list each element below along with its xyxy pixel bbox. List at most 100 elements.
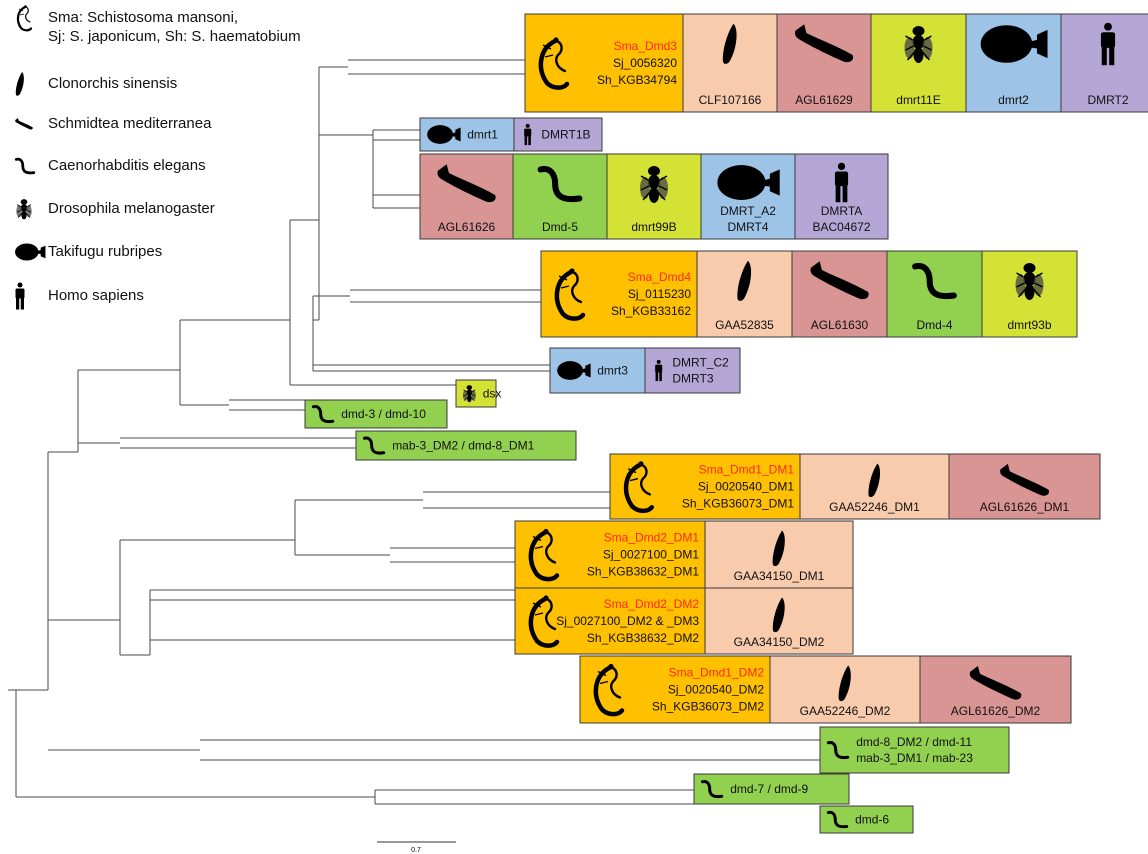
cell-background bbox=[693, 773, 850, 805]
gene-cell: CLF107166 bbox=[682, 13, 778, 113]
fly-icon bbox=[15, 198, 33, 220]
schmidtea-icon bbox=[15, 118, 33, 130]
schistosoma-icon bbox=[16, 3, 33, 32]
scale-bar-label: 0.7 bbox=[411, 847, 421, 854]
legend-entry: Takifugu rubripes bbox=[15, 243, 162, 261]
gene-cell: dmd-3 / dmd-10 bbox=[304, 399, 448, 429]
gene-label: DMRT2 bbox=[1087, 93, 1128, 107]
gene-label: AGL61629 bbox=[795, 93, 853, 107]
gene-label: Dmd-5 bbox=[542, 220, 578, 234]
clade-box-dmrt1: dmrt1 DMRT1B bbox=[419, 117, 603, 152]
legend-label: Takifugu rubripes bbox=[48, 243, 162, 260]
gene-cell: AGL61626 bbox=[419, 153, 514, 240]
legend-entry: Sma: Schistosoma mansoni,Sj: S. japonicu… bbox=[16, 3, 301, 45]
gene-cell: GAA34150_DM1 bbox=[704, 520, 854, 589]
gene-label: Sj_0056320 bbox=[613, 56, 677, 70]
cell-background bbox=[419, 153, 514, 240]
legend-label: Clonorchis sinensis bbox=[48, 75, 177, 92]
gene-label: Sj_0027100_DM2 & _DM3 bbox=[556, 614, 699, 628]
highlighted-gene-label: Sma_Dmd2_DM1 bbox=[604, 531, 700, 545]
legend-entry: Schmidtea mediterranea bbox=[15, 115, 212, 132]
gene-label: dmrt99B bbox=[631, 220, 676, 234]
gene-cell: DMRT2 bbox=[1060, 13, 1148, 113]
clade-box-mab3: mab-3_DM2 / dmd-8_DM1 bbox=[355, 430, 577, 461]
gene-label: dmrt2 bbox=[998, 93, 1029, 107]
highlighted-gene-label: Sma_Dmd2_DM2 bbox=[604, 597, 700, 611]
gene-label: Sh_KGB36073_DM2 bbox=[652, 700, 764, 714]
legend-label: Caenorhabditis elegans bbox=[48, 157, 206, 174]
gene-label: dmrt3 bbox=[597, 364, 628, 378]
scale-bar: 0.7 bbox=[377, 841, 456, 854]
gene-label: dmd-7 / dmd-9 bbox=[730, 782, 808, 796]
gene-cell: dmrt3 bbox=[549, 347, 646, 394]
highlighted-gene-label: Sma_Dmd4 bbox=[628, 270, 692, 284]
highlighted-gene-label: Sma_Dmd3 bbox=[614, 39, 678, 53]
gene-label: DMRT1B bbox=[541, 128, 590, 142]
legend-label: Sj: S. japonicum, Sh: S. haematobium bbox=[48, 28, 301, 45]
cell-background bbox=[455, 379, 497, 408]
gene-label: DMRTA bbox=[821, 204, 863, 218]
gene-cell: AGL61626_DM2 bbox=[919, 655, 1072, 724]
gene-cell: dmd-7 / dmd-9 bbox=[693, 773, 850, 805]
legend-label: Schmidtea mediterranea bbox=[48, 115, 212, 132]
gene-cell: dmrt2 bbox=[965, 13, 1062, 113]
clade-box-dmd1-dm2: Sma_Dmd1_DM2Sj_0020540_DM2Sh_KGB36073_DM… bbox=[579, 655, 1072, 724]
gene-label: Sj_0020540_DM1 bbox=[698, 480, 794, 494]
gene-label: BAC04672 bbox=[812, 220, 870, 234]
gene-cell: DMRTA BAC04672 bbox=[794, 153, 889, 240]
gene-cell: dmrt11E bbox=[870, 13, 967, 113]
gene-cell: dsx bbox=[455, 379, 501, 408]
clade-box-dmd2-dm1: Sma_Dmd2_DM1Sj_0027100_DM1Sh_KGB38632_DM… bbox=[514, 520, 854, 589]
gene-label: DMRT4 bbox=[727, 220, 768, 234]
cell-background bbox=[791, 250, 888, 338]
gene-label: GAA52835 bbox=[715, 318, 774, 332]
highlighted-gene-label: Sma_Dmd1_DM1 bbox=[699, 463, 795, 477]
human-icon bbox=[15, 282, 25, 310]
gene-cell: dmrt93b bbox=[981, 250, 1078, 338]
gene-label: dmd-8_DM2 / dmd-11 bbox=[856, 735, 972, 749]
legend-entry: Drosophila melanogaster bbox=[15, 198, 215, 220]
gene-label: Sh_KGB36073_DM1 bbox=[682, 497, 794, 511]
legend-label: Homo sapiens bbox=[48, 287, 144, 304]
gene-label: Sj_0020540_DM2 bbox=[668, 683, 764, 697]
gene-label: Dmd-4 bbox=[916, 318, 952, 332]
gene-label: dmrt1 bbox=[467, 128, 498, 142]
clade-box-dmd3-10: dmd-3 / dmd-10 bbox=[304, 399, 448, 429]
legend-entry: Clonorchis sinensis bbox=[15, 72, 177, 96]
gene-cell: Sma_Dmd1_DM1Sj_0020540_DM1Sh_KGB36073_DM… bbox=[609, 453, 801, 520]
cell-background bbox=[819, 726, 1010, 774]
gene-cell: AGL61630 bbox=[791, 250, 888, 338]
pufferfish-icon bbox=[15, 243, 46, 261]
worm-icon bbox=[14, 157, 36, 175]
gene-label: Sh_KGB38632_DM2 bbox=[587, 631, 699, 645]
species-legend: Sma: Schistosoma mansoni,Sj: S. japonicu… bbox=[14, 3, 301, 310]
gene-cell: dmrt99B bbox=[606, 153, 702, 240]
gene-cell: mab-3_DM2 / dmd-8_DM1 bbox=[355, 430, 577, 461]
legend-entry: Caenorhabditis elegans bbox=[14, 157, 206, 175]
gene-label: mab-3_DM2 / dmd-8_DM1 bbox=[392, 439, 534, 453]
gene-label: Sj_0115230 bbox=[628, 287, 691, 301]
clade-box-dmd6: dmd-6 bbox=[819, 805, 914, 834]
gene-label: Sh_KGB38632_DM1 bbox=[587, 565, 699, 579]
gene-cell: GAA52246_DM1 bbox=[799, 453, 950, 520]
gene-label: Sj_0027100_DM1 bbox=[603, 548, 699, 562]
gene-label: DMRT_A2 bbox=[720, 204, 776, 218]
gene-label: AGL61626 bbox=[438, 220, 496, 234]
legend-label: Drosophila melanogaster bbox=[48, 200, 215, 217]
gene-cell: Sma_Dmd1_DM2Sj_0020540_DM2Sh_KGB36073_DM… bbox=[579, 655, 771, 724]
gene-label: Sh_KGB33162 bbox=[611, 304, 691, 318]
gene-label: GAA34150_DM1 bbox=[734, 569, 825, 583]
gene-label: DMRT3 bbox=[672, 372, 713, 386]
